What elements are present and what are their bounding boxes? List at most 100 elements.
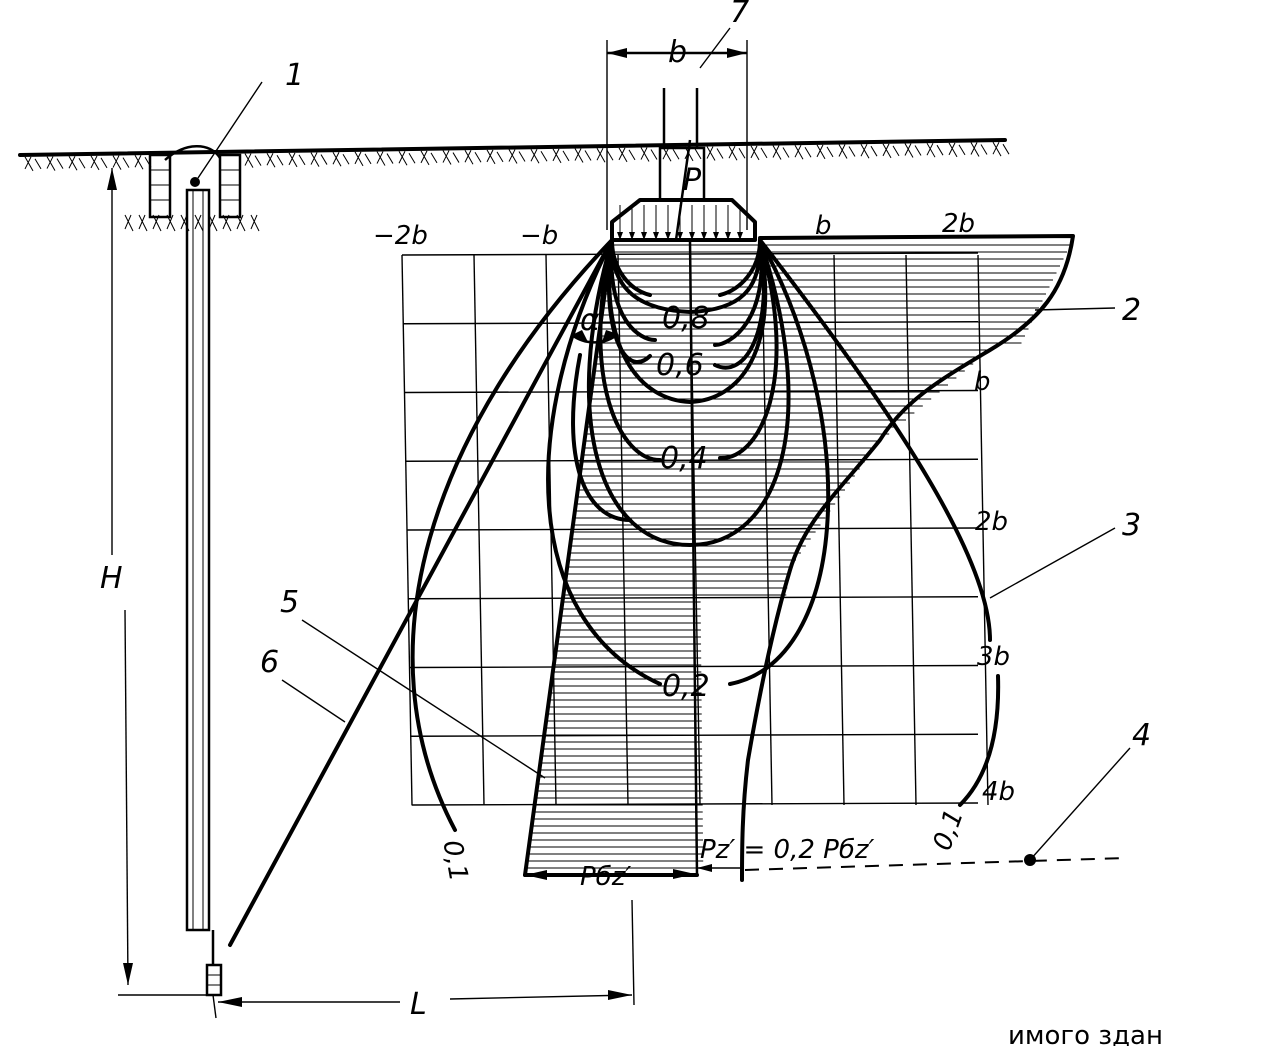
callout-4: 4 bbox=[1132, 718, 1151, 753]
ground-hatch-mark bbox=[194, 214, 204, 232]
p-bz-label: Pбz′ bbox=[580, 862, 631, 892]
ground-hatch-mark bbox=[332, 151, 350, 167]
ground-hatch-mark bbox=[90, 155, 108, 171]
ground-hatch-mark bbox=[398, 150, 416, 166]
load-arrow-head bbox=[617, 232, 623, 240]
foundation bbox=[606, 27, 757, 242]
ground-hatch-mark bbox=[134, 155, 152, 170]
ground-hatch-mark bbox=[112, 155, 130, 170]
axis-right-3b: 3b bbox=[977, 642, 1010, 672]
ground-hatch-mark bbox=[860, 143, 878, 159]
ground-hatch-mark bbox=[816, 144, 834, 160]
axis-right-b: b bbox=[974, 367, 991, 397]
ground-hatch-mark bbox=[992, 141, 1010, 157]
alpha-angle bbox=[571, 330, 619, 344]
load-arrow-head bbox=[665, 232, 671, 240]
ground-hatch-mark bbox=[574, 148, 592, 163]
right-stress-curve-2 bbox=[740, 234, 1075, 882]
depth-h-label: H bbox=[100, 561, 123, 596]
pz-relation-label: Pz′ = 0,2 Pбz′ bbox=[700, 835, 875, 865]
ground-hatch-mark bbox=[420, 150, 438, 166]
ground-hatch-mark bbox=[904, 143, 922, 158]
ground-hatch-mark bbox=[442, 150, 460, 165]
axis-right-4b: 4b bbox=[982, 777, 1015, 807]
ground-hatch-mark bbox=[250, 214, 260, 232]
ground-hatch-mark bbox=[244, 153, 262, 168]
ground-hatch-mark bbox=[552, 148, 570, 164]
width-b-label: b bbox=[668, 35, 687, 70]
ground-hatch-mark bbox=[618, 147, 636, 163]
ground-hatch-mark bbox=[310, 152, 328, 167]
grid-vertical-line bbox=[617, 254, 629, 806]
axis-neg-2b: −2b bbox=[373, 221, 428, 251]
isobar-curves bbox=[410, 238, 1001, 832]
isobar-0-6: 0,6 bbox=[656, 348, 704, 383]
isobar-0-1-right: 0,1 bbox=[927, 805, 969, 854]
load-p-label: P bbox=[683, 163, 702, 198]
load-arrow-head bbox=[725, 232, 731, 240]
load-arrow-head bbox=[689, 232, 695, 240]
axis-right-2b: 2b bbox=[975, 507, 1008, 537]
load-arrow-head bbox=[737, 232, 743, 240]
ground-hatch-mark bbox=[46, 156, 64, 171]
alpha-label: α bbox=[580, 303, 600, 338]
groundwater-line bbox=[744, 747, 1131, 871]
distance-l-label: L bbox=[410, 987, 427, 1022]
load-arrow-head bbox=[629, 232, 635, 240]
load-arrow-head bbox=[653, 232, 659, 240]
ground-hatch-mark bbox=[662, 146, 680, 162]
distance-dimension-l bbox=[218, 899, 635, 1007]
ground-hatch-mark bbox=[376, 151, 394, 166]
observation-well bbox=[148, 81, 263, 1019]
ground-hatch-mark bbox=[706, 146, 724, 161]
load-arrow-head bbox=[701, 232, 707, 240]
ground-hatch-mark bbox=[772, 145, 790, 160]
grid-vertical-line bbox=[905, 254, 917, 806]
isobar-0-8: 0,8 bbox=[662, 301, 710, 336]
isobar-0-4: 0,4 bbox=[660, 441, 708, 476]
callout-5: 5 bbox=[280, 585, 299, 620]
ground-hatch-mark bbox=[530, 148, 548, 164]
ground-hatch-mark bbox=[508, 149, 526, 164]
distributed-load-arrows bbox=[617, 205, 743, 240]
load-arrow-head bbox=[677, 232, 683, 240]
callout-6: 6 bbox=[260, 645, 279, 680]
ground-hatch-mark bbox=[68, 156, 86, 171]
ground-hatch-mark bbox=[124, 214, 134, 232]
callout-leaders bbox=[281, 307, 1116, 779]
ground-hatch-mark bbox=[288, 152, 306, 168]
labels: 1 2 3 4 5 6 7 b P −2b −b b 2b b 2b 3b 4b… bbox=[100, 0, 1163, 1046]
ground-hatch-mark bbox=[266, 152, 284, 168]
callout-2: 2 bbox=[1122, 293, 1141, 328]
axis-pos-b: b bbox=[815, 211, 832, 241]
ground-hatch-mark bbox=[838, 144, 856, 159]
grid-vertical-line bbox=[977, 254, 989, 806]
depth-dimension-h bbox=[107, 168, 210, 996]
ground-hatch-mark bbox=[970, 142, 988, 157]
axis-neg-b: −b bbox=[520, 221, 558, 251]
load-arrow-head bbox=[641, 232, 647, 240]
ground-hatch-mark bbox=[750, 145, 768, 161]
ground-hatch-mark bbox=[948, 142, 966, 158]
axis-pos-2b: 2b bbox=[942, 209, 975, 239]
callout-3: 3 bbox=[1122, 508, 1141, 543]
load-arrow-head bbox=[713, 232, 719, 240]
isobar-0-1-left: 0,1 bbox=[437, 838, 474, 884]
grid-horizontal-line bbox=[411, 802, 979, 806]
callout-7: 7 bbox=[730, 0, 749, 30]
ground-hatch-mark bbox=[596, 147, 614, 163]
ground-hatch-mark bbox=[882, 143, 900, 159]
footer-text: имого здан bbox=[1008, 1021, 1163, 1046]
ground-hatch-mark bbox=[138, 214, 148, 232]
p-bz-dimension bbox=[525, 864, 740, 880]
ground-hatch-mark bbox=[354, 151, 372, 167]
ground-hatch-mark bbox=[926, 142, 944, 158]
ground-hatch-mark bbox=[794, 144, 812, 160]
grid-vertical-line bbox=[833, 254, 845, 806]
ground-hatch-mark bbox=[640, 147, 658, 162]
ground-hatch-mark bbox=[486, 149, 504, 165]
ground-hatch-mark bbox=[24, 156, 42, 172]
grid-vertical-line bbox=[761, 254, 773, 806]
ground-hatch-mark bbox=[464, 149, 482, 165]
